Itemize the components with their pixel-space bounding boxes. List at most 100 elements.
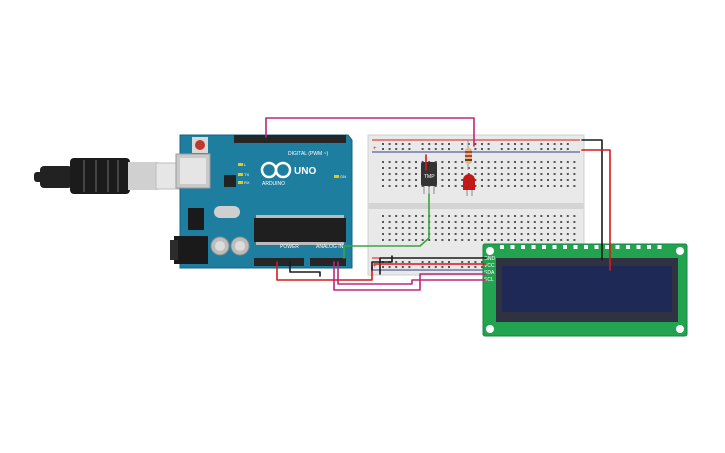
breadboard-hole[interactable]	[500, 221, 503, 223]
breadboard-hole[interactable]	[481, 167, 483, 169]
breadboard-hole[interactable]	[500, 239, 503, 241]
breadboard-hole[interactable]	[408, 239, 411, 241]
breadboard-hole[interactable]	[382, 148, 384, 150]
breadboard-hole[interactable]	[540, 173, 543, 175]
breadboard-hole[interactable]	[547, 148, 549, 150]
breadboard-hole[interactable]	[401, 161, 404, 163]
breadboard-hole[interactable]	[520, 161, 523, 163]
breadboard-hole[interactable]	[514, 173, 516, 175]
breadboard-hole[interactable]	[520, 143, 523, 145]
breadboard-hole[interactable]	[467, 167, 470, 169]
breadboard-hole[interactable]	[434, 221, 437, 223]
breadboard-hole[interactable]	[547, 143, 549, 145]
breadboard-hole[interactable]	[461, 179, 464, 181]
breadboard-hole[interactable]	[540, 221, 543, 223]
wire-ground-rail-right[interactable]	[581, 139, 603, 261]
breadboard-hole[interactable]	[448, 143, 450, 145]
breadboard-hole[interactable]	[520, 227, 523, 229]
breadboard-hole[interactable]	[566, 167, 569, 169]
breadboard-hole[interactable]	[401, 266, 404, 268]
breadboard-hole[interactable]	[487, 167, 490, 169]
breadboard-hole[interactable]	[487, 143, 490, 145]
breadboard-hole[interactable]	[514, 148, 516, 150]
breadboard-hole[interactable]	[401, 261, 404, 263]
breadboard-hole[interactable]	[540, 227, 543, 229]
breadboard-hole[interactable]	[395, 148, 398, 150]
breadboard-hole[interactable]	[467, 261, 470, 263]
breadboard-hole[interactable]	[401, 227, 404, 229]
breadboard-hole[interactable]	[401, 239, 404, 241]
wire-sda[interactable]	[333, 261, 487, 291]
breadboard-hole[interactable]	[434, 161, 437, 163]
breadboard-hole[interactable]	[434, 239, 437, 241]
breadboard-hole[interactable]	[474, 221, 477, 223]
breadboard-hole[interactable]	[507, 215, 510, 217]
breadboard-hole[interactable]	[448, 179, 450, 181]
breadboard-hole[interactable]	[401, 233, 404, 235]
breadboard-hole[interactable]	[428, 261, 431, 263]
breadboard-hole[interactable]	[421, 143, 424, 145]
breadboard-hole[interactable]	[474, 148, 477, 150]
breadboard-hole[interactable]	[441, 148, 444, 150]
breadboard-hole[interactable]	[527, 233, 530, 235]
breadboard-hole[interactable]	[382, 215, 384, 217]
breadboard-hole[interactable]	[500, 185, 503, 187]
breadboard-hole[interactable]	[500, 179, 503, 181]
breadboard-hole[interactable]	[382, 161, 384, 163]
breadboard-hole[interactable]	[500, 148, 503, 150]
breadboard-hole[interactable]	[560, 233, 563, 235]
breadboard-hole[interactable]	[448, 227, 450, 229]
breadboard-hole[interactable]	[547, 161, 549, 163]
breadboard-hole[interactable]	[401, 148, 404, 150]
breadboard-hole[interactable]	[461, 233, 464, 235]
breadboard-hole[interactable]	[467, 239, 470, 241]
breadboard-hole[interactable]	[448, 185, 450, 187]
breadboard-hole[interactable]	[461, 266, 464, 268]
wire-digital-to-resistor[interactable]	[265, 117, 475, 147]
breadboard-hole[interactable]	[474, 261, 477, 263]
breadboard-hole[interactable]	[408, 261, 411, 263]
breadboard-hole[interactable]	[474, 215, 477, 217]
breadboard-hole[interactable]	[395, 239, 398, 241]
breadboard-hole[interactable]	[560, 179, 563, 181]
breadboard-hole[interactable]	[441, 143, 444, 145]
breadboard-hole[interactable]	[547, 221, 549, 223]
breadboard-hole[interactable]	[527, 179, 530, 181]
breadboard-hole[interactable]	[408, 227, 411, 229]
breadboard-hole[interactable]	[454, 233, 457, 235]
breadboard-hole[interactable]	[487, 185, 490, 187]
breadboard-hole[interactable]	[388, 227, 391, 229]
breadboard-hole[interactable]	[520, 233, 523, 235]
breadboard-hole[interactable]	[494, 167, 497, 169]
breadboard-hole[interactable]	[395, 185, 398, 187]
breadboard-hole[interactable]	[540, 143, 543, 145]
breadboard-hole[interactable]	[507, 227, 510, 229]
breadboard-hole[interactable]	[560, 239, 563, 241]
breadboard-hole[interactable]	[448, 239, 450, 241]
breadboard-hole[interactable]	[540, 161, 543, 163]
breadboard-hole[interactable]	[428, 239, 431, 241]
breadboard-hole[interactable]	[500, 161, 503, 163]
breadboard-hole[interactable]	[454, 173, 457, 175]
breadboard-hole[interactable]	[415, 185, 417, 187]
breadboard-hole[interactable]	[507, 173, 510, 175]
breadboard-hole[interactable]	[540, 148, 543, 150]
breadboard-hole[interactable]	[507, 185, 510, 187]
breadboard-hole[interactable]	[527, 227, 530, 229]
breadboard-hole[interactable]	[448, 261, 450, 263]
breadboard-hole[interactable]	[494, 227, 497, 229]
breadboard-hole[interactable]	[527, 167, 530, 169]
breadboard-hole[interactable]	[408, 179, 411, 181]
breadboard-hole[interactable]	[573, 227, 576, 229]
breadboard-hole[interactable]	[494, 173, 497, 175]
wire-sensor-signal[interactable]	[343, 193, 430, 259]
breadboard-hole[interactable]	[388, 266, 391, 268]
breadboard-hole[interactable]	[395, 143, 398, 145]
breadboard-hole[interactable]	[507, 143, 510, 145]
breadboard-hole[interactable]	[441, 221, 444, 223]
breadboard-hole[interactable]	[494, 185, 497, 187]
breadboard-hole[interactable]	[461, 261, 464, 263]
breadboard-hole[interactable]	[467, 233, 470, 235]
wire-lcd-gnd[interactable]	[379, 257, 487, 275]
breadboard-hole[interactable]	[434, 266, 437, 268]
